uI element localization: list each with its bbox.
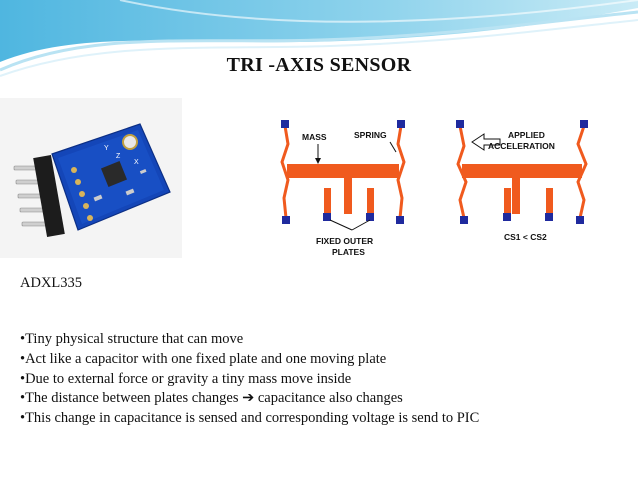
- slide-title: TRI -AXIS SENSOR: [0, 54, 638, 77]
- bullet-item: •The distance between plates changes ➔ c…: [20, 389, 479, 409]
- chip-name: ADXL335: [20, 275, 82, 292]
- diagram-label-applied: APPLIED: [508, 130, 545, 140]
- diagram-label-cs: CS1 < CS2: [504, 232, 547, 242]
- diagram-label-plates-text: PLATES: [332, 247, 365, 257]
- diagram-label-spring: SPRING: [354, 130, 387, 140]
- diagram-label-mass: MASS: [302, 132, 327, 142]
- bullet-item: •This change in capacitance is sensed an…: [20, 409, 479, 429]
- board-axis-label-y: Y: [104, 145, 109, 152]
- bullet-list: •Tiny physical structure that can move •…: [20, 330, 479, 429]
- bullet-item: •Due to external force or gravity a tiny…: [20, 370, 479, 390]
- capacitive-sensor-diagram: MASS SPRING FIXED OUTER PLATES APPLIED A…: [278, 118, 594, 264]
- adxl335-board-image: Y Z X: [0, 98, 182, 258]
- board-axis-label-z: Z: [116, 153, 121, 160]
- bullet-item: •Tiny physical structure that can move: [20, 330, 479, 350]
- bullet-item: •Act like a capacitor with one fixed pla…: [20, 350, 479, 370]
- diagram-label-fixed-outer: FIXED OUTER: [316, 236, 373, 246]
- diagram-label-acceleration: ACCELERATION: [488, 141, 555, 151]
- board-axis-label-x: X: [134, 159, 139, 166]
